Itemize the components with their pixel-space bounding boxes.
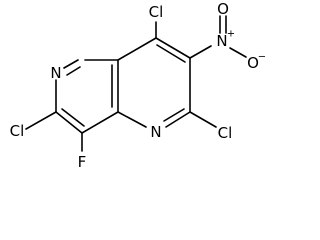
atom-labels: Cl N Cl F N Cl N + O O − bbox=[10, 0, 267, 171]
atom-n-ring-upper: N bbox=[50, 64, 61, 82]
atom-cl-bottom-right: Cl bbox=[218, 124, 233, 142]
bond-c8a-c8 bbox=[81, 111, 119, 134]
bond-c7-cl bbox=[25, 111, 57, 130]
bond-c2-n1-inner bbox=[163, 108, 185, 122]
bond-c4-c3 bbox=[155, 37, 191, 59]
atom-f: F bbox=[78, 153, 87, 171]
nitro-n-charge: + bbox=[227, 29, 235, 40]
atom-cl-top: Cl bbox=[149, 3, 164, 21]
atom-nitro-n: N bbox=[216, 32, 227, 50]
bond-c4a-c4 bbox=[117, 37, 157, 61]
bond-c2-cl bbox=[189, 111, 217, 128]
atom-cl-left: Cl bbox=[10, 122, 25, 140]
atom-nitro-o-top: O bbox=[217, 0, 229, 18]
bond-c8-c7 bbox=[55, 111, 83, 134]
atom-nitro-o-right: O bbox=[247, 54, 259, 72]
nitro-o-charge: − bbox=[258, 52, 266, 63]
bond-c8-c7-inner bbox=[61, 108, 85, 127]
bond-set bbox=[25, 15, 247, 152]
bond-n6-c5-inner bbox=[66, 66, 81, 76]
bond-n1-c8a bbox=[117, 111, 147, 128]
atom-n-ring-lower: N bbox=[150, 123, 161, 141]
bond-c4-c3-inner bbox=[156, 44, 186, 63]
bond-nitro-o-right bbox=[229, 47, 247, 58]
structure-diagram: Cl N Cl F N Cl N + O O − bbox=[10, 0, 267, 171]
bond-c2-n1 bbox=[165, 111, 191, 128]
bond-n6-c5 bbox=[63, 59, 79, 69]
molecule-canvas: Cl N Cl F N Cl N + O O − bbox=[10, 0, 267, 171]
bond-c3-nitro bbox=[189, 45, 212, 59]
